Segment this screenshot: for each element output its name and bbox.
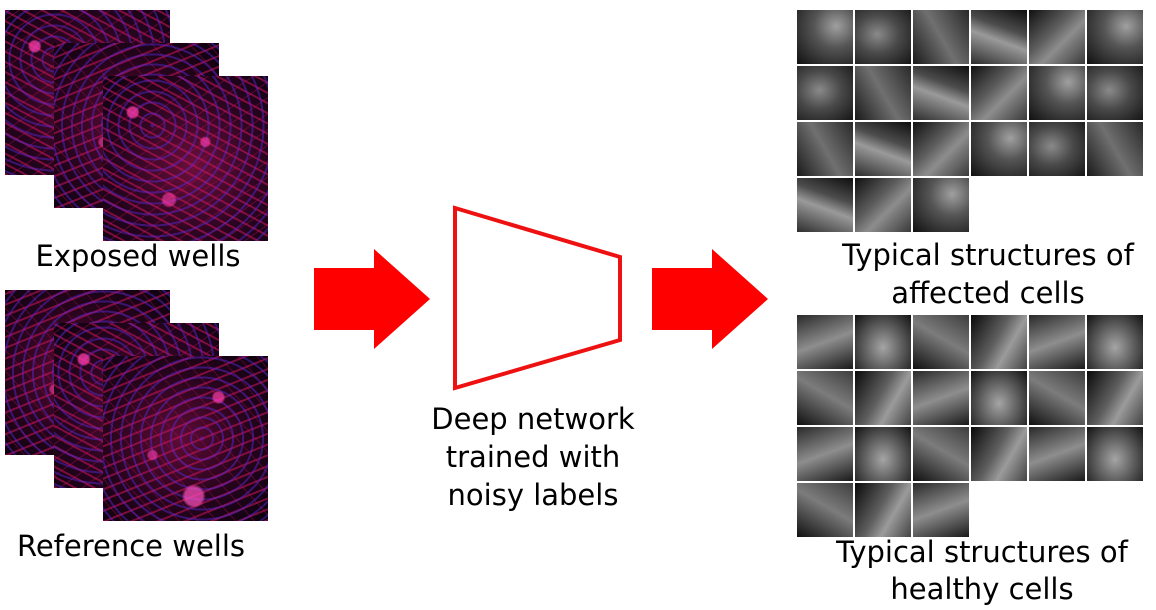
affected-cell-tile: [913, 178, 969, 232]
healthy-cell-tile: [797, 427, 853, 481]
affected-cell-tile: [913, 10, 969, 64]
affected-cell-tile: [797, 178, 853, 232]
healthy-cell-tile: [855, 483, 911, 537]
affected-cell-tile: [1087, 10, 1143, 64]
affected-cell-tile: [797, 122, 853, 176]
healthy-cell-tile: [797, 483, 853, 537]
healthy-cell-tile: [1029, 315, 1085, 369]
healthy-cell-tile: [797, 371, 853, 425]
healthy-cell-tile: [1087, 315, 1143, 369]
healthy-cell-tile: [855, 427, 911, 481]
network-trapezoid: [453, 205, 622, 391]
healthy-cells-grid: [797, 315, 1143, 537]
exposed-well-image-3: [103, 76, 268, 241]
affected-cell-tile: [1087, 66, 1143, 120]
healthy-cell-tile: [855, 315, 911, 369]
healthy-cell-tile: [913, 315, 969, 369]
affected-cell-tile: [797, 10, 853, 64]
affected-label-line-1: Typical structures of: [842, 238, 1134, 272]
healthy-cell-tile: [855, 371, 911, 425]
reference-well-image-3: [103, 356, 268, 521]
healthy-cell-tile: [913, 483, 969, 537]
affected-cell-tile: [913, 66, 969, 120]
healthy-cell-tile: [1029, 371, 1085, 425]
healthy-cell-tile: [913, 371, 969, 425]
affected-cell-tile: [1029, 122, 1085, 176]
network-label-line-2: trained with: [445, 440, 621, 474]
healthy-cell-tile: [1087, 371, 1143, 425]
healthy-cell-tile: [1029, 427, 1085, 481]
affected-cell-tile: [797, 66, 853, 120]
healthy-label-line-1: Typical structures of: [836, 535, 1128, 569]
affected-cell-tile: [971, 66, 1027, 120]
healthy-cell-tile: [1087, 427, 1143, 481]
network-label-line-3: noisy labels: [447, 478, 619, 512]
affected-cell-tile: [971, 122, 1027, 176]
healthy-cell-tile: [797, 315, 853, 369]
input-arrow: [314, 249, 430, 349]
affected-cell-tile: [971, 10, 1027, 64]
affected-cell-tile: [855, 66, 911, 120]
affected-cell-tile: [1087, 122, 1143, 176]
affected-cell-tile: [1029, 10, 1085, 64]
affected-cell-tile: [855, 10, 911, 64]
healthy-cell-tile: [971, 315, 1027, 369]
output-arrow: [652, 249, 768, 349]
healthy-cell-tile: [971, 371, 1027, 425]
affected-cell-tile: [1029, 66, 1085, 120]
network-label-line-1: Deep network: [431, 402, 635, 436]
healthy-label-line-2: healthy cells: [890, 572, 1074, 606]
affected-cell-tile: [913, 122, 969, 176]
affected-label-line-2: affected cells: [891, 276, 1085, 310]
healthy-cell-tile: [971, 427, 1027, 481]
affected-cells-grid: [797, 10, 1143, 232]
reference-wells-label: Reference wells: [16, 529, 246, 563]
healthy-cell-tile: [913, 427, 969, 481]
exposed-wells-label: Exposed wells: [35, 239, 241, 273]
affected-cell-tile: [855, 178, 911, 232]
affected-cell-tile: [855, 122, 911, 176]
